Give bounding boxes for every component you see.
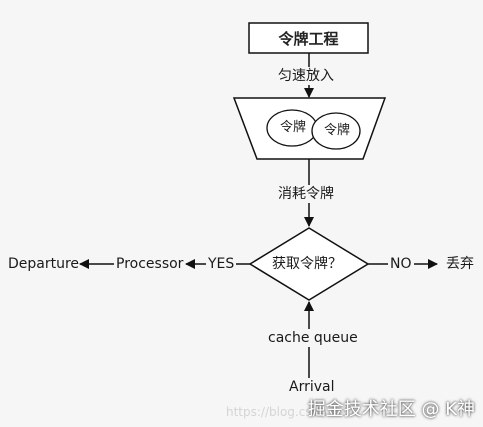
- decision-label: 获取令牌？: [272, 256, 342, 272]
- no-label: NO: [388, 255, 414, 273]
- departure-label: Departure: [8, 256, 80, 272]
- arrival-label: Arrival: [287, 378, 337, 396]
- consume-token-label: 消耗令牌: [276, 185, 336, 203]
- token-project-box: [248, 22, 369, 54]
- faint-url-watermark: https://blog.csdn.net/: [226, 405, 355, 419]
- token-project-label: 令牌工程: [278, 29, 339, 48]
- processor-label: Processor: [116, 256, 184, 272]
- discard-label: 丢弃: [446, 256, 474, 272]
- token-label-b: 令牌: [324, 123, 351, 138]
- uniform-put-label: 匀速放入: [276, 67, 336, 85]
- cache-queue-label: cache queue: [266, 329, 360, 347]
- token-ellipse-b: [311, 112, 361, 150]
- yes-label: YES: [206, 255, 237, 273]
- token-label-a: 令牌: [280, 120, 307, 135]
- decision-diamond: [248, 227, 370, 301]
- site-watermark: 掘金技术社区 @ K神: [307, 399, 475, 420]
